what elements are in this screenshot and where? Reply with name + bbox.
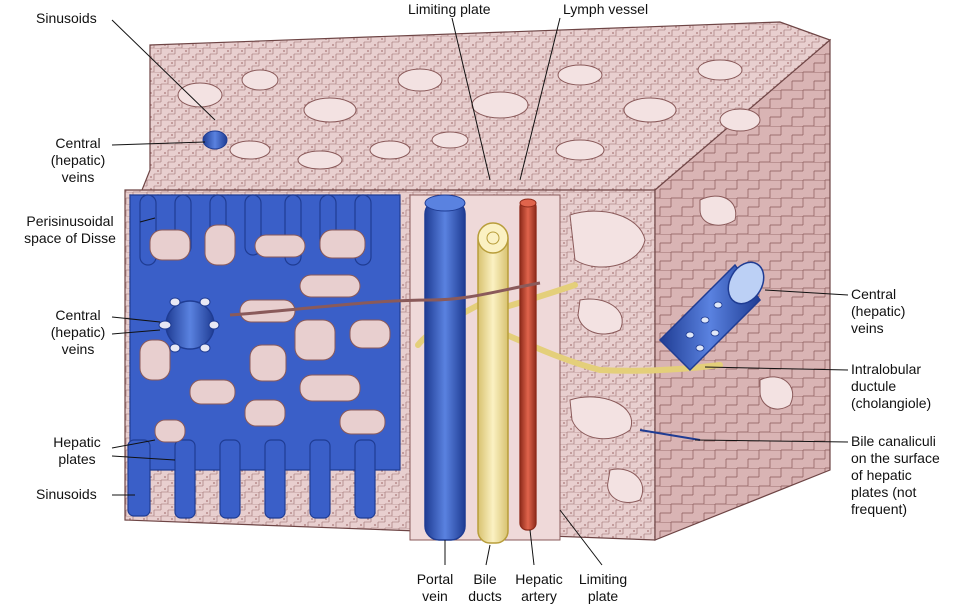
label-central-veins-right: Central (hepatic) veins bbox=[851, 286, 906, 336]
top-central-vein bbox=[202, 130, 228, 150]
right-face-openings bbox=[569, 195, 794, 503]
label-central-veins-left: Central (hepatic) veins bbox=[50, 307, 106, 357]
label-sinusoids-top: Sinusoids bbox=[36, 10, 97, 26]
label-bile-ducts: Bile ducts bbox=[468, 571, 502, 604]
label-sinusoids-bottom: Sinusoids bbox=[36, 486, 97, 502]
label-central-veins-top: Central (hepatic) veins bbox=[50, 135, 106, 185]
label-intralobular-ductule: Intralobular ductule (cholangiole) bbox=[851, 361, 932, 411]
bile-canaliculi bbox=[639, 429, 701, 441]
lymph-vessel bbox=[229, 281, 541, 317]
label-limiting-plate-bottom: Limiting plate bbox=[578, 571, 628, 604]
top-sinusoid-openings bbox=[177, 59, 761, 170]
label-limiting-plate-top: Limiting plate bbox=[408, 1, 491, 17]
portal-vein bbox=[424, 199, 466, 541]
central-vein-cross-section bbox=[165, 300, 215, 350]
bile-duct bbox=[477, 227, 509, 544]
label-hepatic-artery: Hepatic artery bbox=[515, 571, 563, 604]
label-hepatic-plates: Hepatic plates bbox=[53, 434, 101, 467]
label-lymph-vessel: Lymph vessel bbox=[563, 1, 649, 17]
label-perisinusoidal-space: Perisinusoidal space of Disse bbox=[24, 213, 116, 246]
hepatic-plate-islands bbox=[139, 224, 391, 443]
label-bile-canaliculi: Bile canaliculi on the surface of hepati… bbox=[851, 433, 940, 517]
right-central-vein bbox=[658, 261, 765, 372]
label-portal-vein: Portal vein bbox=[416, 571, 454, 604]
leader-lines bbox=[111, 17, 849, 566]
hepatic-artery bbox=[519, 199, 537, 531]
